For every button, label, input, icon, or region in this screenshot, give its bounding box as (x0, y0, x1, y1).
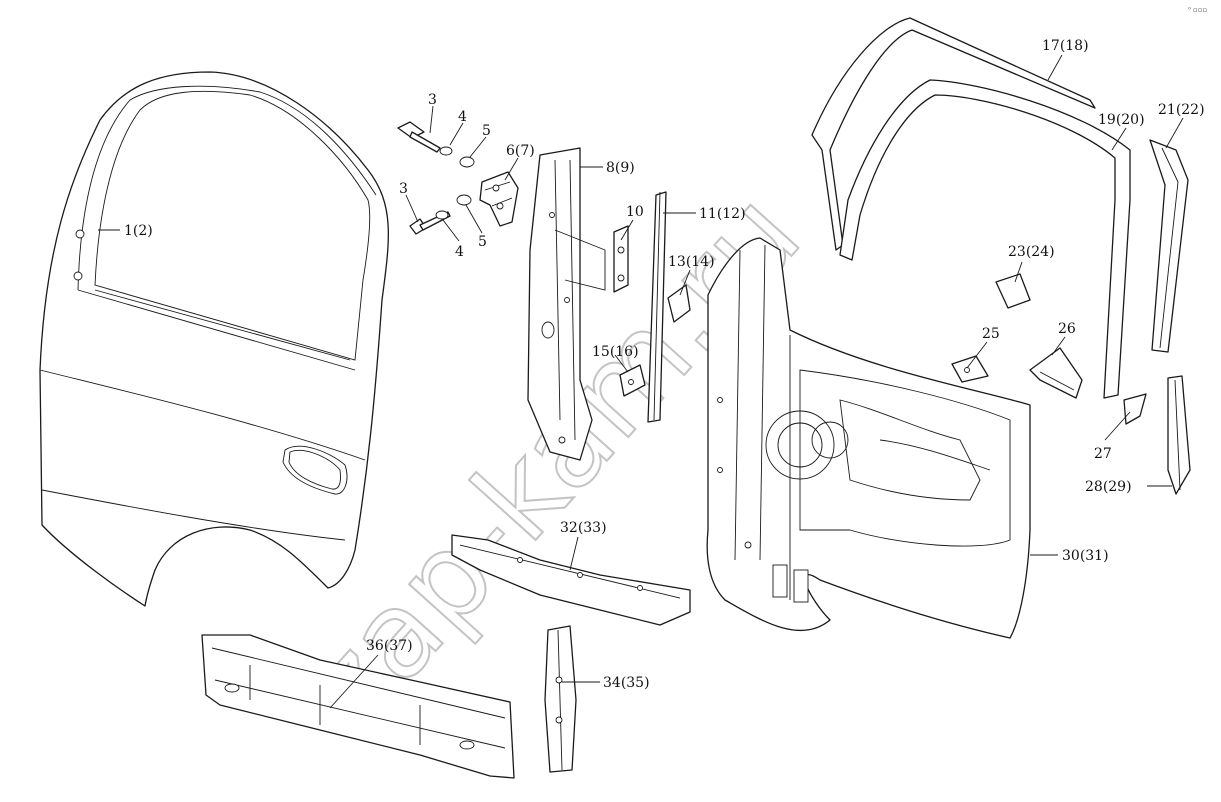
label-27: 27 (1094, 446, 1112, 462)
label-36-37: 36(37) (366, 638, 413, 654)
label-11-12: 11(12) (699, 206, 746, 222)
rear-pillar-reinforcement (1167, 375, 1191, 495)
label-4-lower: 4 (455, 244, 464, 260)
label-5-upper: 5 (482, 123, 491, 139)
label-13-14: 13(14) (668, 254, 715, 270)
glass-run-channel (647, 191, 667, 423)
lock-striker-bracket (995, 273, 1031, 309)
lower-door-reinforcement (201, 634, 515, 779)
corner-gusset (1123, 393, 1147, 425)
label-10: 10 (626, 204, 644, 220)
label-15-16: 15(16) (592, 344, 639, 360)
upper-weatherstrip-outer (811, 17, 1096, 251)
label-32-33: 32(33) (560, 520, 607, 536)
lower-hinge-plate (619, 364, 646, 397)
label-23-24: 23(24) (1008, 244, 1055, 260)
check-link-bracket (613, 225, 629, 293)
small-cover-plate (951, 355, 989, 383)
label-3-lower: 3 (399, 181, 408, 197)
label-19-20: 19(20) (1098, 112, 1145, 128)
label-3-upper: 3 (428, 92, 437, 108)
label-17-18: 17(18) (1042, 38, 1089, 54)
label-26: 26 (1058, 321, 1076, 337)
vertical-impact-beam (544, 625, 577, 773)
label-6-7: 6(7) (506, 143, 535, 159)
hinge-reinforcement-pillar (527, 147, 606, 461)
label-4-upper: 4 (458, 109, 467, 125)
door-outer-panel (39, 71, 389, 607)
door-hinge (479, 171, 519, 227)
label-25: 25 (982, 326, 1000, 342)
hinge-bolt-upper (397, 121, 441, 153)
belt-line-reinforcement (451, 534, 691, 626)
label-28-29: 28(29) (1085, 479, 1132, 495)
label-8-9: 8(9) (606, 160, 635, 176)
flat-washer-upper (459, 156, 475, 168)
label-30-31: 30(31) (1062, 548, 1109, 564)
part-labels: 1(2) 3 4 5 6(7) 3 4 5 8(9) 10 11(12) 13(… (124, 38, 1205, 691)
label-21-22: 21(22) (1158, 102, 1205, 118)
label-34-35: 34(35) (603, 675, 650, 691)
spring-washer-lower (435, 210, 449, 220)
lock-mounting-bracket (1029, 347, 1083, 399)
label-5-lower: 5 (478, 234, 487, 250)
spring-washer-upper (439, 146, 453, 156)
vertical-door-seal (1149, 139, 1189, 353)
corner-mark: ⁰ ▫▫▫ (1188, 6, 1207, 14)
leader-lines (98, 54, 1184, 709)
regulator-bracket (667, 284, 691, 323)
flat-washer-lower (456, 194, 472, 206)
label-1-2: 1(2) (124, 223, 153, 239)
door-inner-frame (706, 237, 1031, 639)
upper-weatherstrip-inner (839, 79, 1131, 399)
